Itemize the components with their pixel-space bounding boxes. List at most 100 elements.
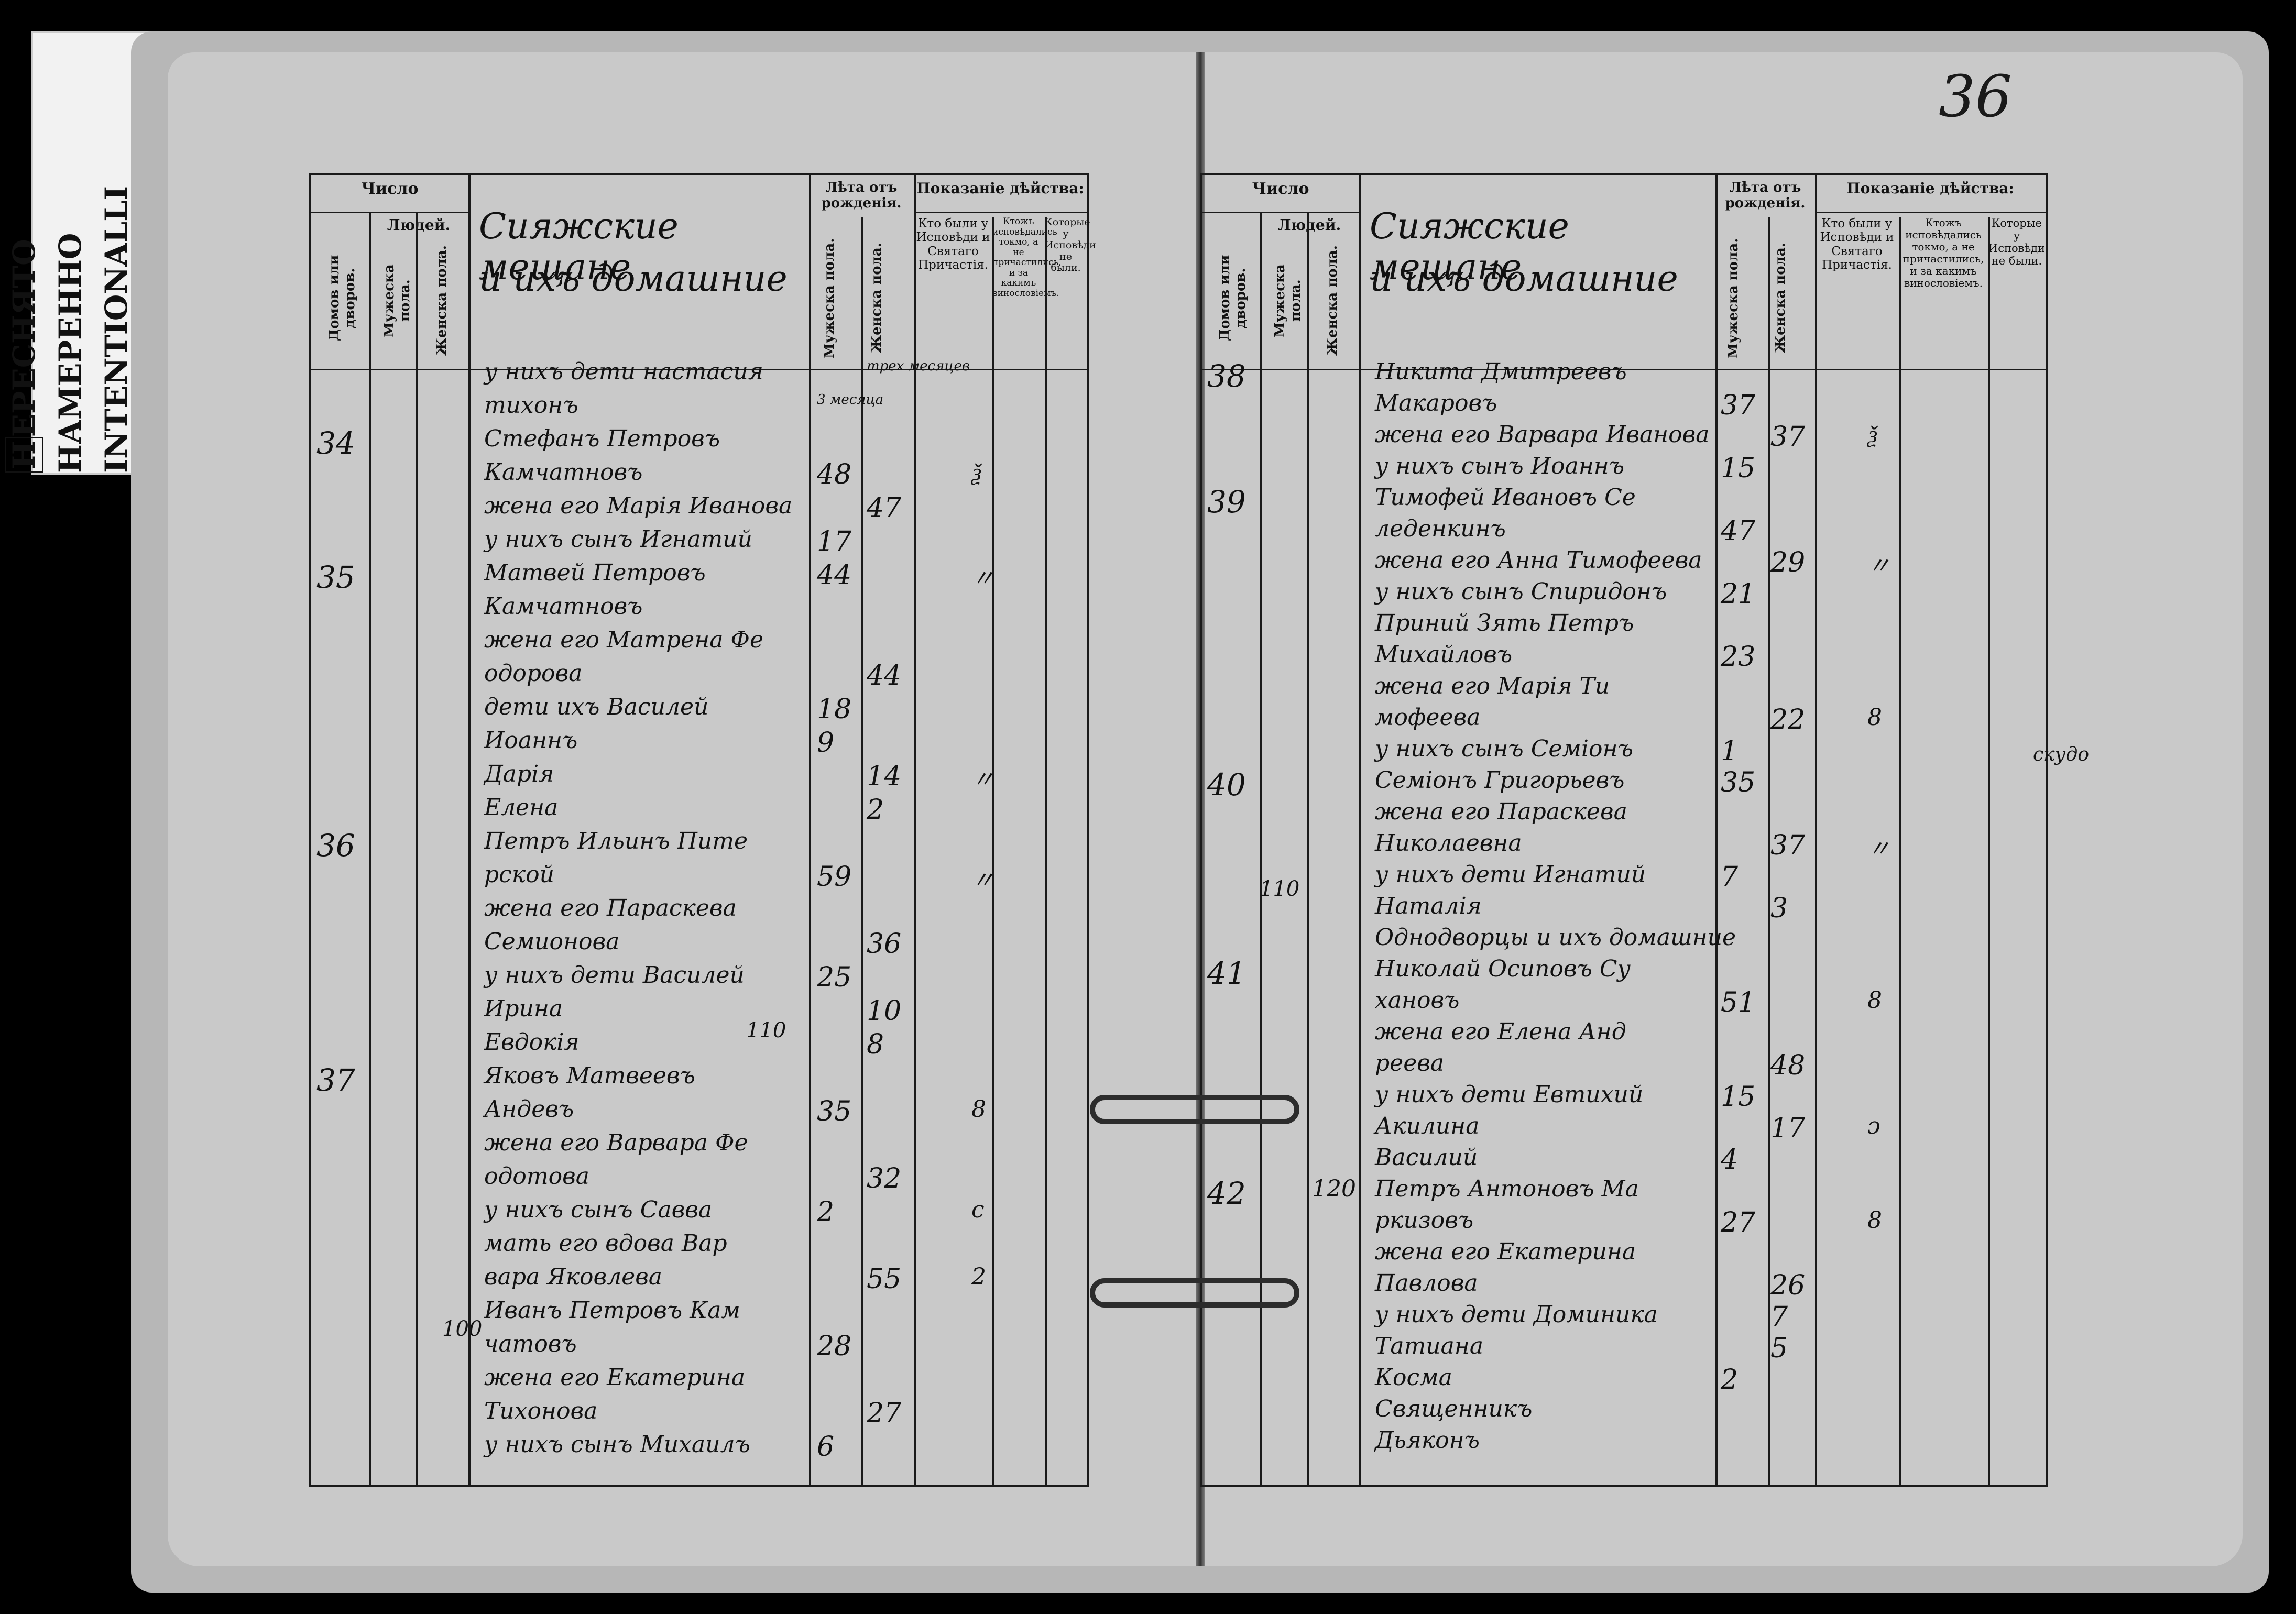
ledger-row: у нихъ сынъ Иоаннъ 15 <box>1202 453 2046 489</box>
hdr-age-male: Мужеска пола. <box>1725 238 1741 358</box>
row-name: ркизовъ <box>1375 1207 1474 1234</box>
ledger-row: Наталія 3 <box>1202 893 2046 929</box>
row-name: Петръ Ильинъ Пите <box>484 828 748 854</box>
row-f-age: 44 <box>867 660 902 691</box>
row-name: одотова <box>484 1163 589 1190</box>
row-name: хановъ <box>1375 987 1460 1014</box>
row-name: реева <box>1375 1050 1445 1077</box>
row-yard: 40 <box>1207 767 1246 803</box>
left-title-line2: и ихъ домашние <box>479 258 788 300</box>
right-title-line2: и ихъ домашние <box>1370 258 1678 300</box>
row-f-age: 27 <box>867 1398 902 1429</box>
row-mark: 〃 <box>1867 836 1890 862</box>
hdr-count: Число <box>361 180 419 198</box>
row-name: Яковъ Матвеевъ <box>484 1062 695 1089</box>
row-yard: 37 <box>316 1062 355 1098</box>
row-name: Семіонъ Григорьевъ <box>1375 767 1625 794</box>
row-name: Павлова <box>1375 1270 1478 1297</box>
row-name: жена его Варвара Иванова <box>1375 421 1710 448</box>
ledger-row: Павлова 26 <box>1202 1270 2046 1306</box>
row-f-age: 36 <box>867 928 902 960</box>
row-name: Дарія <box>484 761 554 787</box>
row-f-age: 29 <box>1770 547 1806 578</box>
row-name: Татиана <box>1375 1333 1484 1359</box>
ledger-row: 37 Яковъ Матвеевъ <box>311 1062 1087 1099</box>
row-name: жена его Анна Тимофеева <box>1375 547 1702 574</box>
hdr-age: Лѣта отъ рожденія. <box>821 180 902 211</box>
row-name: Семионова <box>484 928 620 955</box>
hdr-people: Людей. <box>1277 216 1341 234</box>
row-mark: 8 <box>1867 1207 1882 1234</box>
right-margin-note: скудо <box>2033 744 2090 765</box>
row-name: Дьяконъ <box>1375 1427 1480 1454</box>
ledger-row: Однодворцы и ихъ домашние <box>1202 924 2046 961</box>
row-f-age: 32 <box>867 1163 902 1194</box>
row-name: жена его Екатерина <box>1375 1238 1636 1265</box>
column-rule <box>914 175 916 1485</box>
row-m-age: 18 <box>817 694 852 725</box>
row-f-age: 10 <box>867 995 902 1027</box>
row-f-age: 3 <box>1770 893 1788 924</box>
row-name: жена его Матрена Фе <box>484 627 763 653</box>
row-m-age: 1 <box>1721 735 1739 767</box>
column-rule <box>1815 175 1817 1485</box>
hdr-yards: Домов или дворов. <box>1217 255 1249 342</box>
row-f-age: 26 <box>1770 1270 1806 1301</box>
row-name: рской <box>484 861 554 888</box>
ledger-row: Николаевна 37 〃 <box>1202 830 2046 866</box>
hdr-age-female: Женска пола. <box>1773 243 1788 354</box>
stamp-line-ru: НЕРЕСНЯТО НАМЕРЕННО <box>1 33 93 473</box>
count-rule <box>1202 212 1359 213</box>
row-mark: ɔ <box>1867 1113 1880 1139</box>
row-mark: 2 <box>971 1264 986 1290</box>
row-name: Иванъ Петровъ Кам <box>484 1297 740 1324</box>
right-title-line1: Сияжские мещане <box>1370 206 1569 289</box>
row-name: тихонъ <box>484 392 578 419</box>
row-m-age: 15 <box>1721 453 1756 484</box>
row-m-age: 3 месяца <box>817 392 884 408</box>
column-rule <box>468 175 471 1485</box>
row-m-age: 51 <box>1721 987 1756 1018</box>
left-title-line1: Сияжские мещане <box>479 206 679 289</box>
row-name: жена его Марія Ти <box>1375 673 1610 699</box>
row-name: чатовъ <box>484 1331 577 1357</box>
row-f-age: 2 <box>867 794 884 826</box>
row-f-age: 37 <box>1770 830 1806 861</box>
row-name: вара Яковлева <box>484 1264 663 1290</box>
row-yard: 36 <box>316 828 355 863</box>
row-m-age: 28 <box>817 1331 852 1362</box>
column-rule <box>1359 175 1361 1485</box>
row-name: Николаевна <box>1375 830 1522 857</box>
row-mark: ѯ <box>1867 421 1877 448</box>
row-name: у нихъ сынъ Семіонъ <box>1375 735 1633 762</box>
row-name: жена его Екатерина <box>484 1364 746 1391</box>
row-mark: 8 <box>1867 704 1882 731</box>
ledger-row: Дьяконъ <box>1202 1427 2046 1464</box>
hdr-count: Число <box>1252 180 1309 198</box>
row-m-age: 9 <box>817 727 835 759</box>
ledger-row: Семионова 36 <box>311 928 1087 965</box>
right-page <box>1200 52 2243 1566</box>
row-name: у нихъ дети настасия <box>484 358 763 385</box>
row-name: у нихъ сынъ Иоаннъ <box>1375 453 1625 479</box>
row-name: Стефанъ Петровъ <box>484 425 720 452</box>
row-yard: 39 <box>1207 484 1246 520</box>
row-name: Наталія <box>1375 893 1482 919</box>
row-mark: 8 <box>971 1096 986 1123</box>
